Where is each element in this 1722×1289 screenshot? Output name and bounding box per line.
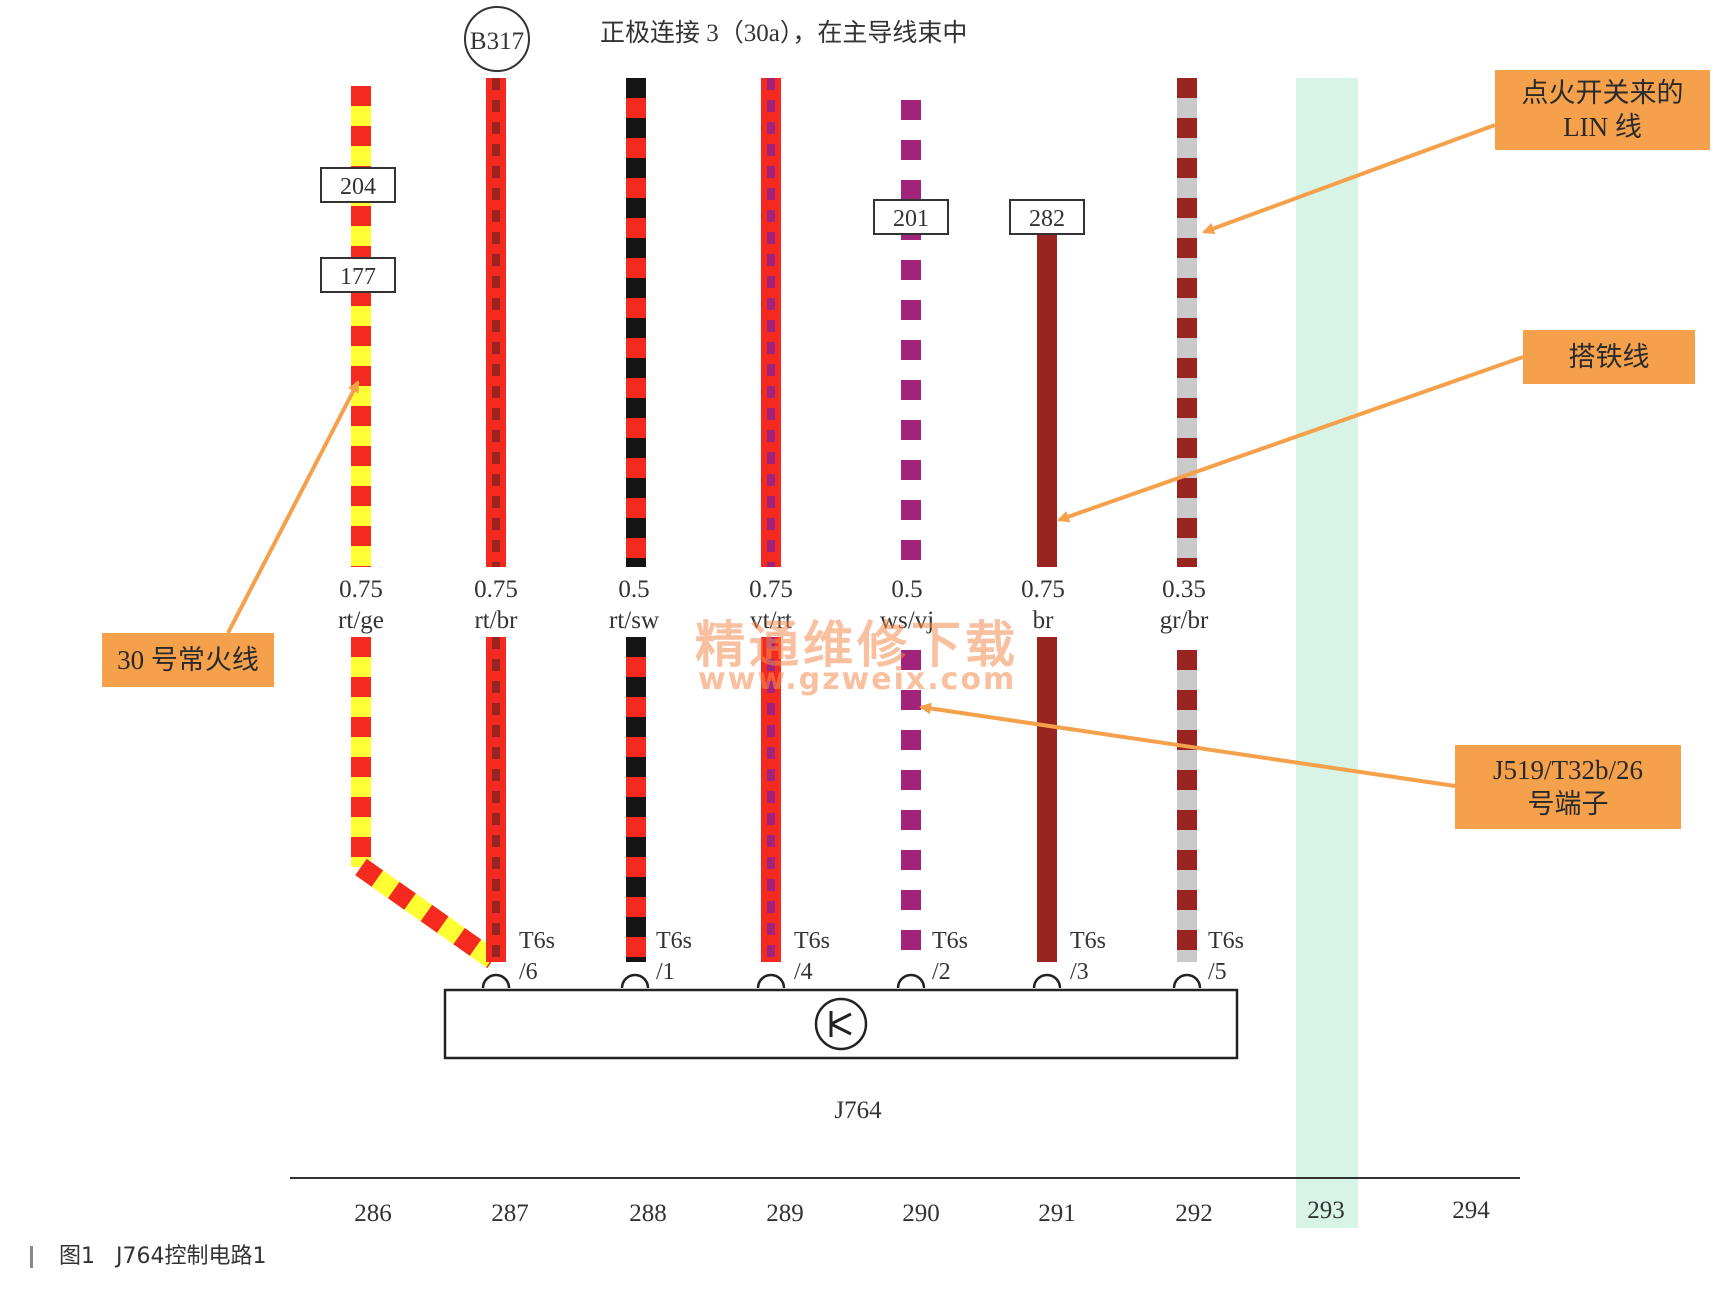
component-j764: J764 [443,988,1239,1124]
terminal-3-pin: /1 [656,959,675,985]
arrow-terminal [919,702,1456,788]
wire-id-box-204: 204 [320,167,396,203]
wire-5-color: ws/vj [880,607,934,634]
svg-text:289: 289 [766,1200,804,1227]
svg-text:293: 293 [1307,1197,1345,1224]
wire-1-color: rt/ge [338,607,384,634]
callout-arrows [226,123,1524,788]
callout-lin-wire: 点火开关来的 LIN 线 [1495,70,1710,150]
terminal-3-label: T6s [656,928,692,954]
wire-id-box-282: 282 [1009,199,1085,235]
wire-3-color: rt/sw [609,607,659,634]
svg-text:290: 290 [902,1200,940,1227]
wire-2-color: rt/br [474,607,518,634]
wire-5-size: 0.5 [891,576,922,603]
wire-3-size: 0.5 [618,576,649,603]
arrow-ground [1057,355,1524,523]
callout-ground-wire: 搭铁线 [1523,330,1695,384]
terminal-4-pin: /4 [794,959,813,985]
svg-text:294: 294 [1452,1197,1490,1224]
callout-terminal: J519/T32b/26 号端子 [1455,745,1681,829]
component-label: J764 [834,1097,882,1124]
caption-bar [30,1246,33,1268]
wire-2-size: 0.75 [474,576,518,603]
svg-text:287: 287 [491,1200,529,1227]
connector-badge-label: B317 [470,28,524,55]
terminal-2-label: T6s [519,928,555,954]
terminal-5-pin: /2 [932,959,951,985]
svg-text:288: 288 [629,1200,667,1227]
diagram-title: 正极连接 3（30a），在主导线束中 [600,19,967,47]
svg-text:292: 292 [1175,1200,1213,1227]
terminal-6-label: T6s [1070,928,1106,954]
wire-4-size: 0.75 [749,576,793,603]
terminal-2-pin: /6 [519,959,538,985]
svg-text:282: 282 [1029,206,1065,232]
terminal-4-label: T6s [794,928,830,954]
column-numbers: 286 287 288 289 290 291 292 293 294 [354,1197,1490,1227]
wire-id-box-201: 201 [873,199,949,235]
wire-1-diagonal-stripe [355,858,499,969]
terminal-7-pin: /5 [1208,959,1227,985]
svg-text:201: 201 [893,206,929,232]
callout-battery-wire: 30 号常火线 [102,633,274,687]
svg-text:291: 291 [1038,1200,1076,1227]
key-symbol-icon [814,997,868,1051]
highlight-column-293 [1296,78,1358,1228]
terminal-6-pin: /3 [1070,959,1089,985]
caption-figure-number: 图1 [59,1244,95,1269]
connector-badge: B317 [464,6,530,72]
arrow-lin [1202,123,1496,235]
pin-arcs [481,973,1202,989]
wire-6-color: br [1033,607,1055,634]
terminal-labels: T6s /6 T6s /1 T6s /4 T6s /2 T6s /3 T6s /… [519,928,1244,985]
wire-6-size: 0.75 [1021,576,1065,603]
svg-text:286: 286 [354,1200,392,1227]
arrow-battery [226,380,360,634]
wire-id-box-177: 177 [320,257,396,293]
wire-7-size: 0.35 [1162,576,1206,603]
wire-group [351,78,1197,969]
terminal-5-label: T6s [932,928,968,954]
figure-caption: 图1 J764控制电路1 [30,1238,266,1270]
terminal-7-label: T6s [1208,928,1244,954]
wire-7-color: gr/br [1160,607,1209,634]
wire-labels: 0.75 rt/ge 0.75 rt/br 0.5 rt/sw 0.75 vt/… [338,576,1209,634]
wire-1-size: 0.75 [339,576,383,603]
svg-text:204: 204 [340,174,376,200]
caption-title: J764控制电路1 [115,1244,267,1269]
wire-4-color: vt/rt [750,607,792,634]
svg-text:177: 177 [340,264,376,290]
